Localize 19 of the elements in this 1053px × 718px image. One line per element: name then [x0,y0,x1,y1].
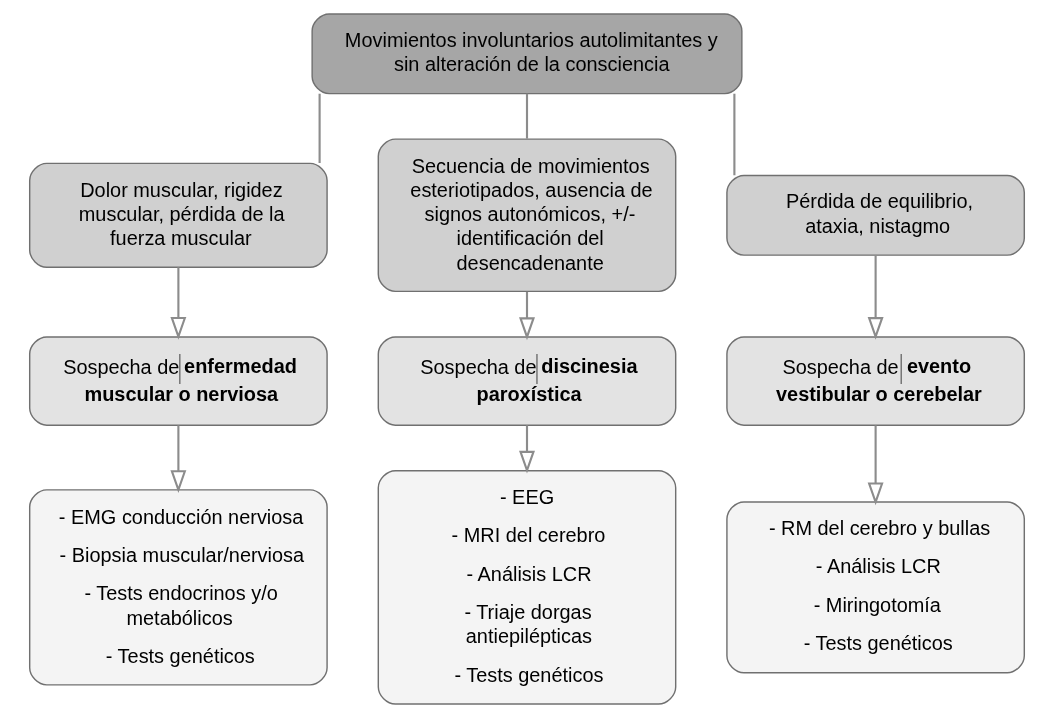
node-box: Sospecha de discinesia paroxística [377,336,676,426]
arrow [518,291,535,341]
node-box: - EEG - MRI del cerebro - Análisis LCR - Triaje dorgas antiepilépticas - Tests genéticos [377,470,676,705]
arrow [867,255,884,340]
arrow [518,425,535,474]
node-box: Sospecha de enfermedad muscular o nerviosa [28,336,328,426]
node-box: Pérdida de equilibrio, ataxia, nistagmo [725,174,1025,256]
arrow [169,425,186,493]
node-box: - RM del cerebro y bullas - Análisis LCR - Miringotomía - Tests genéticos [725,501,1025,674]
node-box: - EMG conducción nerviosa - Biopsia muscular/nerviosa - Tests endocrinos y/o metabólicos - Tests genéticos [28,489,328,686]
node-box: Dolor muscular, rigidez muscular, pérdida de la fuerza muscular [28,162,328,268]
arrow [867,425,884,506]
connector [732,93,735,176]
node-box: Movimientos involuntarios autolimitantes y sin alteración de la consciencia [310,13,743,95]
arrow [169,267,186,340]
node-box: Sospecha de evento vestibular o cerebelar [725,336,1025,426]
connector [525,93,528,139]
connector [318,93,321,163]
node-box: Secuencia de movimientos esteriotipados, ausencia de signos autonómicos, +/- identificación del desencadenante [377,138,676,293]
